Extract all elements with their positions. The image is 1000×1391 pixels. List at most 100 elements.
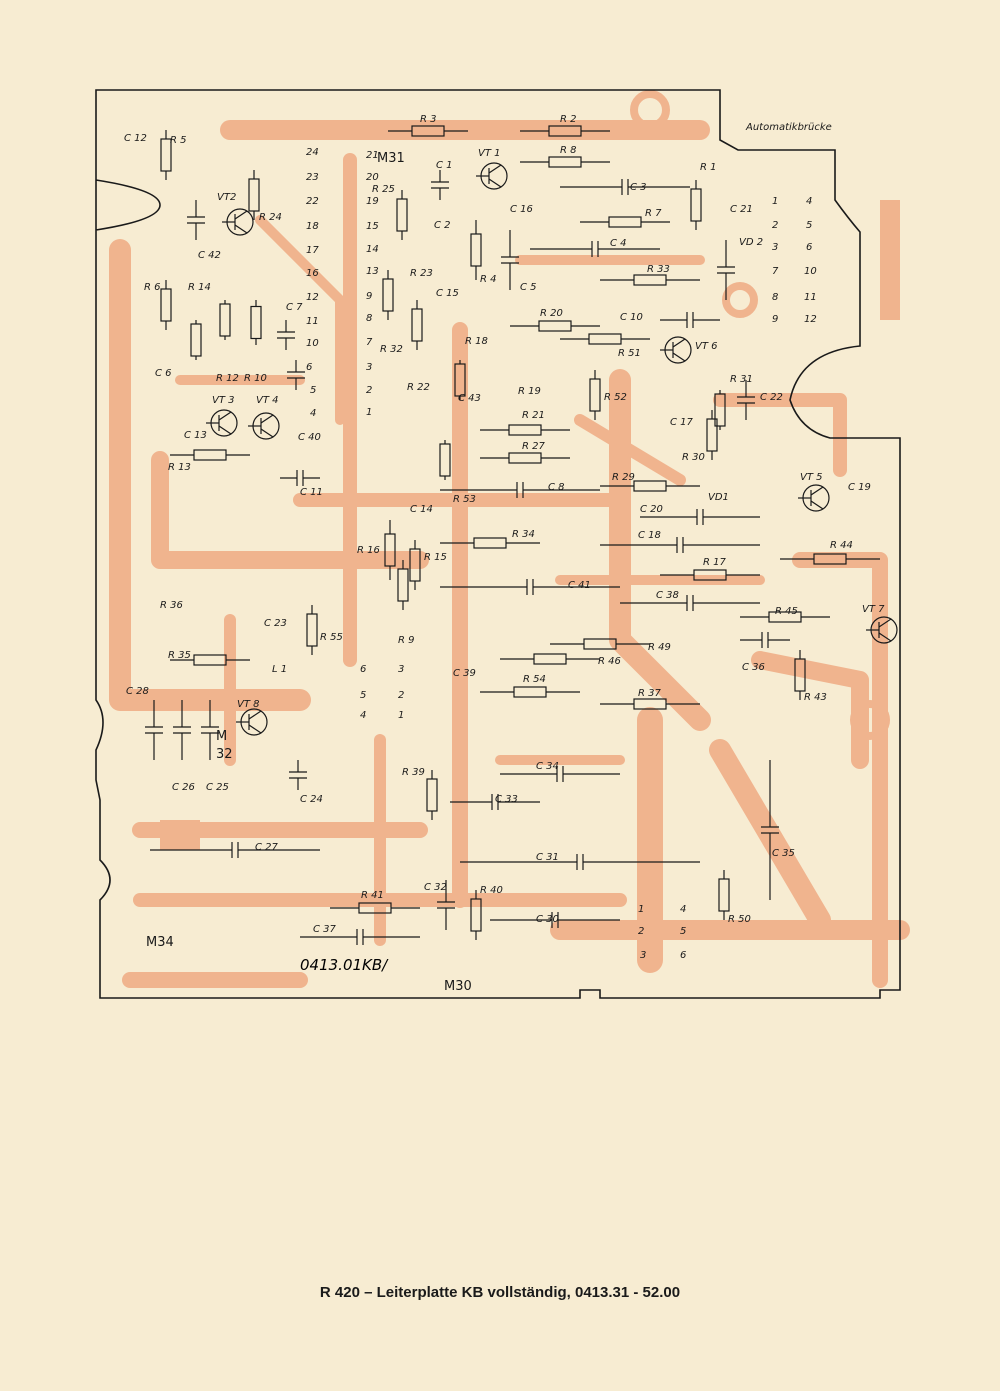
- component-label: R 24: [259, 212, 282, 223]
- pin-number: 11: [306, 316, 319, 327]
- resistor-symbol: [396, 198, 408, 232]
- resistor-symbol: [439, 443, 451, 477]
- pin-number: 12: [804, 314, 817, 325]
- pin-number: 5: [680, 926, 686, 937]
- pin-number: 6: [806, 242, 812, 253]
- component-label: R 30: [682, 452, 705, 463]
- component-label: C 5: [520, 282, 537, 293]
- board-marking: 0413.01KB/: [300, 956, 389, 974]
- component-label: M34: [146, 935, 174, 950]
- component-label: R 40: [480, 885, 503, 896]
- component-label: R 1: [700, 162, 717, 173]
- pin-number: 5: [360, 690, 366, 701]
- pin-number-labels: 2423221817161211106542120191514139873211…: [306, 147, 817, 961]
- pin-number: 4: [360, 710, 366, 721]
- pin-number: 4: [680, 904, 686, 915]
- pin-number: 1: [366, 407, 372, 418]
- component-label: C 2: [434, 220, 451, 231]
- component-label: 32: [216, 747, 233, 762]
- component-label: C 18: [638, 530, 661, 541]
- component-label: VT 6: [695, 341, 718, 352]
- pin-number: 24: [306, 147, 319, 158]
- pin-number: 2: [638, 926, 644, 937]
- component-label: R 5: [170, 135, 187, 146]
- component-label: R 21: [522, 410, 545, 421]
- component-label: C 14: [410, 504, 433, 515]
- resistor-symbol: [160, 288, 172, 322]
- component-label: C 1: [436, 160, 453, 171]
- component-label: C 19: [848, 482, 871, 493]
- component-label: C 25: [206, 782, 229, 793]
- resistor-symbol: [589, 378, 601, 412]
- component-label: C 16: [510, 204, 533, 215]
- pin-number: 10: [306, 338, 319, 349]
- component-label: VT2: [217, 192, 236, 203]
- pin-number: 17: [306, 245, 319, 256]
- component-label: C 12: [124, 133, 147, 144]
- figure-caption: R 420 – Leiterplatte KB vollständig, 041…: [319, 1284, 681, 1301]
- resistor-symbol: [533, 653, 567, 665]
- pin-number: 21: [366, 150, 379, 161]
- component-label: C 20: [640, 504, 663, 515]
- component-label: R 9: [398, 635, 415, 646]
- pin-number: 7: [366, 337, 373, 348]
- component-label: R 25: [372, 184, 395, 195]
- board-outline: [95, 89, 901, 999]
- transistor-emitter: [234, 224, 248, 234]
- pin-number: 1: [638, 904, 644, 915]
- component-label: C 36: [742, 662, 765, 673]
- component-label: C 21: [730, 204, 753, 215]
- transistor-emitter: [260, 428, 274, 438]
- pin-number: 2: [366, 385, 372, 396]
- component-label: R 35: [168, 650, 191, 661]
- component-label: R 6: [144, 282, 161, 293]
- component-label: C 31: [536, 852, 559, 863]
- component-label: R 39: [402, 767, 425, 778]
- component-label: C 37: [313, 924, 337, 935]
- pin-number: 4: [310, 408, 316, 419]
- resistor-symbol: [608, 216, 642, 228]
- component-label: R 41: [361, 890, 384, 901]
- pin-number: 23: [306, 172, 319, 183]
- component-label: R 27: [522, 441, 545, 452]
- component-label: R 43: [804, 692, 827, 703]
- component-label: C 43: [458, 393, 481, 404]
- pin-number: 10: [804, 266, 817, 277]
- component-label: R 8: [560, 145, 577, 156]
- transistor-emitter: [488, 178, 502, 188]
- component-label: C 22: [760, 392, 783, 403]
- resistor-symbol: [513, 686, 547, 698]
- pin-number: 5: [806, 220, 812, 231]
- transistor-emitter: [878, 632, 892, 642]
- resistor-symbol: [718, 878, 730, 912]
- component-label: C 33: [495, 794, 518, 805]
- resistor-symbol: [306, 613, 318, 647]
- component-label: C 8: [548, 482, 565, 493]
- component-label: C 24: [300, 794, 323, 805]
- resistor-symbol: [633, 274, 667, 286]
- component-label: C 11: [300, 487, 323, 498]
- component-label: C 10: [620, 312, 643, 323]
- component-label: L 1: [272, 664, 287, 675]
- pin-number: 3: [772, 242, 778, 253]
- component-label: R 19: [518, 386, 541, 397]
- component-label: R 12: [216, 373, 239, 384]
- component-label: R 34: [512, 529, 535, 540]
- resistor-symbol: [473, 537, 507, 549]
- component-label: C 41: [568, 580, 591, 591]
- pin-number: 3: [366, 362, 372, 373]
- pin-number: 1: [398, 710, 404, 721]
- resistor-symbol: [397, 568, 409, 602]
- resistor-symbol: [633, 480, 667, 492]
- component-label: R 14: [188, 282, 211, 293]
- pin-number: 7: [772, 266, 779, 277]
- component-label: R 45: [775, 606, 798, 617]
- component-label: C 7: [286, 302, 303, 313]
- component-label: VT 5: [800, 472, 823, 483]
- component-label: R 22: [407, 382, 430, 393]
- component-label: VT 7: [862, 604, 885, 615]
- pin-number: 2: [398, 690, 404, 701]
- component-label: VT 8: [237, 699, 260, 710]
- resistor-symbol: [193, 654, 227, 666]
- transistor-collector: [878, 618, 892, 628]
